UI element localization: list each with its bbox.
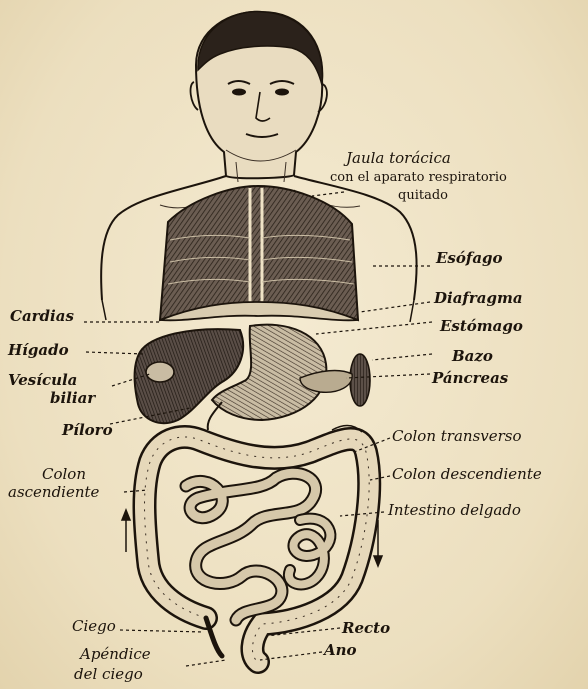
- label-colon-ascendiente-1: Colon: [42, 466, 86, 482]
- label-higado: Hígado: [8, 342, 69, 358]
- label-esofago: Esófago: [436, 250, 503, 266]
- label-cardias: Cardias: [10, 308, 74, 324]
- small-intestine: [186, 473, 330, 620]
- label-quitado: quitado: [398, 188, 448, 204]
- label-piloro: Píloro: [62, 422, 113, 438]
- label-biliar: biliar: [50, 390, 95, 406]
- label-ciego: Ciego: [72, 618, 116, 634]
- label-bazo: Bazo: [452, 348, 493, 364]
- label-estomago: Estómago: [440, 318, 523, 334]
- label-apendice: Apéndice: [80, 646, 151, 662]
- label-diafragma: Diafragma: [434, 290, 523, 306]
- label-ano: Ano: [324, 642, 357, 658]
- label-colon-descendiente: Colon descendiente: [392, 466, 542, 482]
- thoracic-cage: [160, 186, 358, 320]
- spleen: [350, 354, 370, 406]
- gall-bladder: [146, 362, 174, 382]
- label-aparato-respiratorio: con el aparato respiratorio: [330, 170, 507, 186]
- label-jaula-toracica: Jaula torácica: [346, 150, 451, 166]
- label-vesicula: Vesícula: [8, 372, 77, 388]
- label-del-ciego: del ciego: [74, 666, 143, 682]
- label-pancreas: Páncreas: [432, 370, 508, 386]
- label-recto: Recto: [342, 620, 390, 636]
- colon: [145, 437, 370, 662]
- label-intestino-delgado: Intestino delgado: [388, 502, 521, 518]
- label-colon-transverso: Colon transverso: [392, 428, 522, 444]
- head: [191, 11, 327, 182]
- label-colon-ascendiente-2: ascendiente: [8, 484, 99, 500]
